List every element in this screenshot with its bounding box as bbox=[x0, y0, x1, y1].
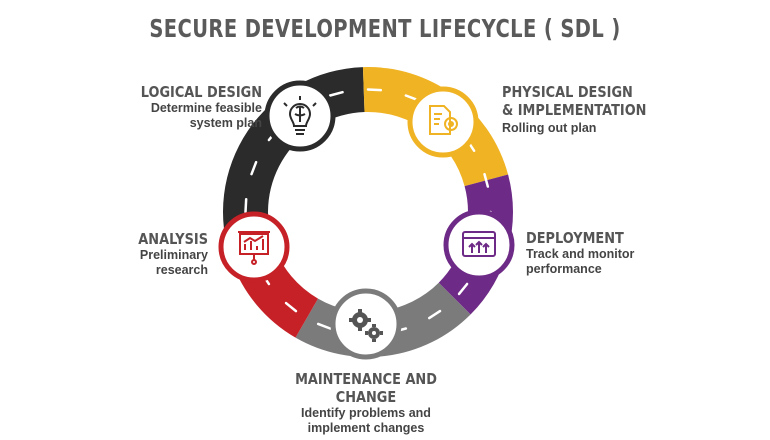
stage-title: DEPLOYMENT bbox=[526, 229, 624, 247]
road-dash bbox=[328, 90, 344, 97]
stage-desc: Identify problems and bbox=[301, 406, 431, 420]
stage-desc: performance bbox=[526, 262, 602, 276]
analysis-node bbox=[218, 211, 290, 283]
document-gear-icon bbox=[429, 105, 458, 135]
label-physical-design: PHYSICAL DESIGN & IMPLEMENTATION Rolling… bbox=[502, 83, 682, 136]
stage-title: ANALYSIS bbox=[138, 230, 208, 248]
physical-design-node bbox=[407, 86, 479, 158]
stage-title: & IMPLEMENTATION bbox=[502, 101, 647, 119]
stage-desc: Rolling out plan bbox=[502, 121, 597, 135]
logical-design-node bbox=[264, 80, 336, 152]
stage-title: LOGICAL DESIGN bbox=[140, 83, 262, 101]
stage-desc: Track and monitor bbox=[526, 247, 635, 261]
label-maintenance: MAINTENANCE AND CHANGE Identify problems… bbox=[256, 370, 476, 436]
stage-desc: system plan bbox=[189, 116, 262, 130]
stage-desc: implement changes bbox=[307, 421, 425, 435]
label-analysis: ANALYSIS Preliminary research bbox=[68, 230, 208, 278]
brain-bulb-icon bbox=[283, 96, 317, 135]
road-dash bbox=[366, 88, 383, 92]
presentation-chart-icon bbox=[238, 231, 270, 265]
stage-desc: Determine feasible bbox=[150, 101, 262, 115]
stage-title: MAINTENANCE AND CHANGE bbox=[295, 370, 437, 406]
road-dash bbox=[483, 172, 490, 188]
road-dash bbox=[244, 197, 248, 214]
gears-icon bbox=[349, 309, 383, 342]
diagram-title: SECURE DEVELOPMENT LIFECYCLE ( SDL ) bbox=[149, 14, 621, 43]
stage-desc: research bbox=[155, 263, 208, 277]
label-deployment: DEPLOYMENT Track and monitor performance bbox=[526, 229, 686, 277]
road-dash bbox=[284, 301, 298, 313]
road-dash bbox=[316, 322, 332, 330]
stage-desc: Preliminary bbox=[139, 248, 208, 262]
browser-upload-icon bbox=[462, 231, 496, 257]
road-dash bbox=[250, 160, 258, 176]
deployment-node bbox=[443, 209, 515, 281]
stage-title: PHYSICAL DESIGN bbox=[502, 83, 633, 101]
road-dash bbox=[457, 282, 469, 296]
label-logical-design: LOGICAL DESIGN Determine feasible system… bbox=[102, 83, 262, 131]
maintenance-node bbox=[330, 288, 402, 360]
road-dash bbox=[428, 309, 442, 320]
